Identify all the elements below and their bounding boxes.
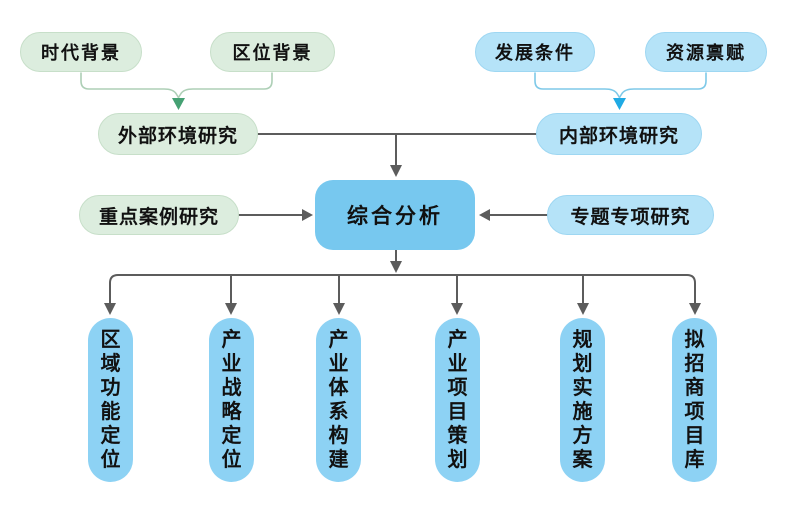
node-output-industry-strategy-positioning: 产业战略定位: [209, 318, 254, 482]
edge-env-to-analysis: [257, 133, 537, 177]
node-special-topic-research: 专题专项研究: [547, 195, 714, 235]
edge-keycase-to-analysis: [238, 209, 313, 221]
node-external-env-research: 外部环境研究: [98, 113, 258, 155]
arrowhead-green-down: [172, 98, 185, 110]
node-output-industry-system-construction: 产业体系构建: [316, 318, 361, 482]
node-era-background: 时代背景: [20, 32, 142, 72]
distribution-line: [104, 274, 701, 315]
node-output-investment-project-library: 拟招商项目库: [672, 318, 717, 482]
node-key-case-research: 重点案例研究: [79, 195, 239, 235]
bracket-external-merge: [80, 72, 273, 110]
node-output-planning-implementation-scheme: 规划实施方案: [560, 318, 605, 482]
node-development-conditions: 发展条件: [475, 32, 595, 72]
node-internal-env-research: 内部环境研究: [536, 113, 702, 155]
edge-analysis-to-distribution: [390, 249, 402, 273]
bracket-internal-merge: [534, 72, 707, 110]
arrowhead-blue-down: [613, 98, 626, 110]
node-location-background: 区位背景: [210, 32, 335, 72]
node-output-regional-function-positioning: 区域功能定位: [88, 318, 133, 482]
edge-special-to-analysis: [479, 209, 548, 221]
node-output-industry-project-planning: 产业项目策划: [435, 318, 480, 482]
node-resource-endowment: 资源禀赋: [645, 32, 767, 72]
node-comprehensive-analysis: 综合分析: [315, 180, 475, 250]
